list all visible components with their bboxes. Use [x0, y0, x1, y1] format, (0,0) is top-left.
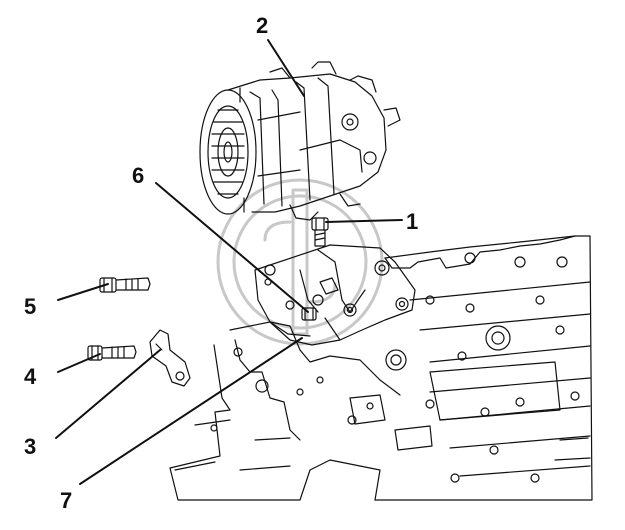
compressor-mounting-bracket [254, 244, 416, 346]
watermark-logo [216, 178, 384, 346]
ac-compressor [199, 61, 401, 221]
callout-4: 4 [24, 364, 37, 389]
leader-lines [55, 39, 403, 485]
long-bolt-4 [87, 345, 137, 361]
callout-3: 3 [24, 434, 37, 459]
support-plate [149, 329, 191, 387]
callout-2: 2 [256, 13, 269, 38]
callout-1: 1 [406, 209, 419, 234]
engine-block [169, 235, 593, 501]
callout-7: 7 [60, 488, 73, 513]
callout-6: 6 [132, 163, 145, 188]
callout-5: 5 [24, 294, 37, 319]
compressor-bolt [311, 217, 329, 247]
